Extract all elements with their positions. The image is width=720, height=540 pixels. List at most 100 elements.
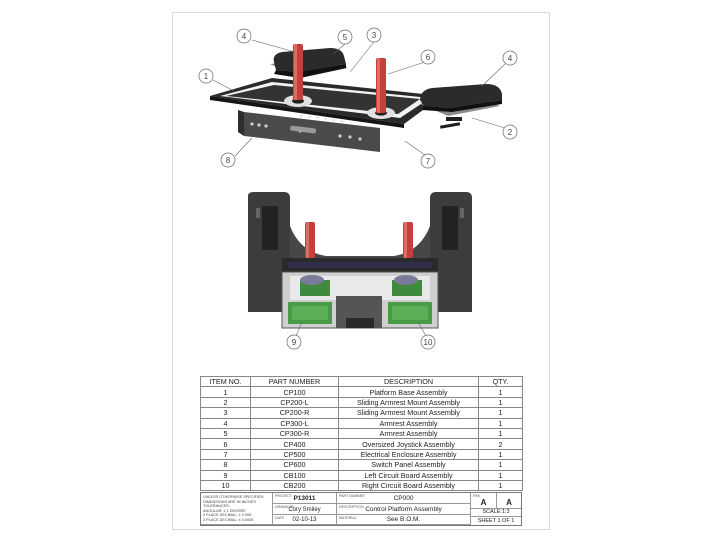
isometric-view xyxy=(198,27,518,169)
title-block: UNLESS OTHERWISE SPECIFIED: DIMENSIONS A… xyxy=(200,492,522,526)
bom-qty: 1 xyxy=(478,417,523,429)
bom-qty: 1 xyxy=(478,448,523,461)
left-armrest xyxy=(270,48,348,78)
bom-part: CP100 xyxy=(250,386,339,398)
bom-description: Armrest Assembly xyxy=(338,417,479,429)
right-armrest xyxy=(420,84,502,129)
callout-top-0: 4 xyxy=(242,32,247,41)
part-number: CP000 xyxy=(393,495,414,502)
bom-description: Right Circuit Board Assembly xyxy=(338,479,479,492)
drawn-by-label: DRAWN BY xyxy=(275,505,295,509)
scale-cell: SCALE:1:3 xyxy=(471,509,521,517)
bom-description: Sliding Armrest Mount Assembly xyxy=(338,396,479,409)
bom-qty: 1 xyxy=(478,459,523,471)
revision: A xyxy=(480,498,487,507)
date-label: DATE xyxy=(275,516,285,520)
bom-qty: 1 xyxy=(478,386,523,398)
bom-description: Platform Base Assembly xyxy=(338,386,479,398)
tolerance-line: TOLERANCES: xyxy=(203,504,230,509)
bom-part: CP400 xyxy=(250,438,339,450)
callout-bottom-0: 9 xyxy=(292,338,297,347)
rev-cell: REV A xyxy=(471,493,497,509)
bom-header-row: ITEM NO. PART NUMBER DESCRIPTION QTY. xyxy=(200,375,523,388)
sheet-cell: SHEET 1 OF 1 xyxy=(471,517,521,525)
bom-item: 9 xyxy=(200,469,251,481)
drawn-by: Cory Smiley xyxy=(288,507,321,513)
bom-part: CB200 xyxy=(250,479,339,492)
callout-top-4: 4 xyxy=(508,54,513,63)
bom-description: Left Circuit Board Assembly xyxy=(338,469,479,481)
bom-description: Sliding Armrest Mount Assembly xyxy=(338,407,479,419)
project-label: PROJECT xyxy=(275,494,292,498)
callout-top-5: 1 xyxy=(204,72,209,81)
size-cell: A xyxy=(497,493,521,509)
bom-description: Armrest Assembly xyxy=(338,427,479,440)
bom-part: CP200-L xyxy=(250,396,339,409)
bom-item: 2 xyxy=(200,396,251,409)
date-cell: DATE 02-10-13 xyxy=(273,515,337,525)
description-cell: DESCRIPTION Control Platform Assembly xyxy=(337,504,471,515)
bom-header-qty: QTY. xyxy=(478,375,523,388)
material-cell: MATERIAL See B.O.M. xyxy=(337,515,471,525)
tolerance-line: 2 PLACE DECIMAL: ± 0.005 xyxy=(203,513,252,518)
tolerance-line: UNLESS OTHERWISE SPECIFIED: xyxy=(203,495,265,499)
bom-part: CP600 xyxy=(250,459,339,471)
assembly-description: Control Platform Assembly xyxy=(365,506,442,513)
callout-top-2: 3 xyxy=(372,31,377,40)
bom-qty: 1 xyxy=(478,479,523,492)
description-label: DESCRIPTION xyxy=(339,505,364,509)
bom-qty: 1 xyxy=(478,427,523,440)
bom-qty: 1 xyxy=(478,407,523,419)
material-label: MATERIAL xyxy=(339,516,357,520)
bom-description: Oversized Joystick Assembly xyxy=(338,438,479,450)
tolerance-note: UNLESS OTHERWISE SPECIFIED: DIMENSIONS A… xyxy=(201,493,273,525)
callout-top-6: 2 xyxy=(508,128,513,137)
bom-part: CB100 xyxy=(250,469,339,481)
scale: SCALE:1:3 xyxy=(482,509,510,515)
bom-item: 3 xyxy=(200,407,251,419)
callout-top-7: 8 xyxy=(226,156,231,165)
tolerance-line: 3 PLACE DECIMAL: ± 0.0005 xyxy=(203,517,254,522)
callout-top-3: 6 xyxy=(426,53,431,62)
bom-description: Switch Panel Assembly xyxy=(338,459,479,471)
bom-item: 6 xyxy=(200,438,251,450)
bom-part: CP300-R xyxy=(250,427,339,440)
project-cell: PROJECT P13011 xyxy=(273,493,337,504)
bom-item: 4 xyxy=(200,417,251,429)
part-number-label: PART NUMBER xyxy=(339,494,365,498)
drawn-by-cell: DRAWN BY Cory Smiley xyxy=(273,504,337,515)
bom-part: CP500 xyxy=(250,448,339,461)
drawing-date: 02-10-13 xyxy=(292,517,317,523)
bom-qty: 2 xyxy=(478,438,523,450)
bom-description: Electrical Enclosure Assembly xyxy=(338,448,479,461)
front-view xyxy=(248,192,472,350)
bom-part: CP200-R xyxy=(250,407,339,419)
bom-part: CP300-L xyxy=(250,417,339,429)
callout-top-1: 5 xyxy=(343,33,348,42)
bom-header-item: ITEM NO. xyxy=(200,375,251,388)
tolerance-line: ANGULAR: ± 1 DEGREE xyxy=(203,508,246,513)
bom-header-description: DESCRIPTION xyxy=(338,375,479,388)
material: See B.O.M. xyxy=(386,516,421,523)
bom-qty: 1 xyxy=(478,469,523,481)
project-number: P13011 xyxy=(293,495,316,502)
callout-bottom-1: 10 xyxy=(424,338,433,347)
tolerance-line: DIMENSIONS ARE IN INCHES xyxy=(203,499,256,504)
part-number-cell: PART NUMBER CP000 xyxy=(337,493,471,504)
bom-item: 1 xyxy=(200,386,251,398)
bom-item: 8 xyxy=(200,459,251,471)
callout-top-8: 7 xyxy=(426,157,431,166)
